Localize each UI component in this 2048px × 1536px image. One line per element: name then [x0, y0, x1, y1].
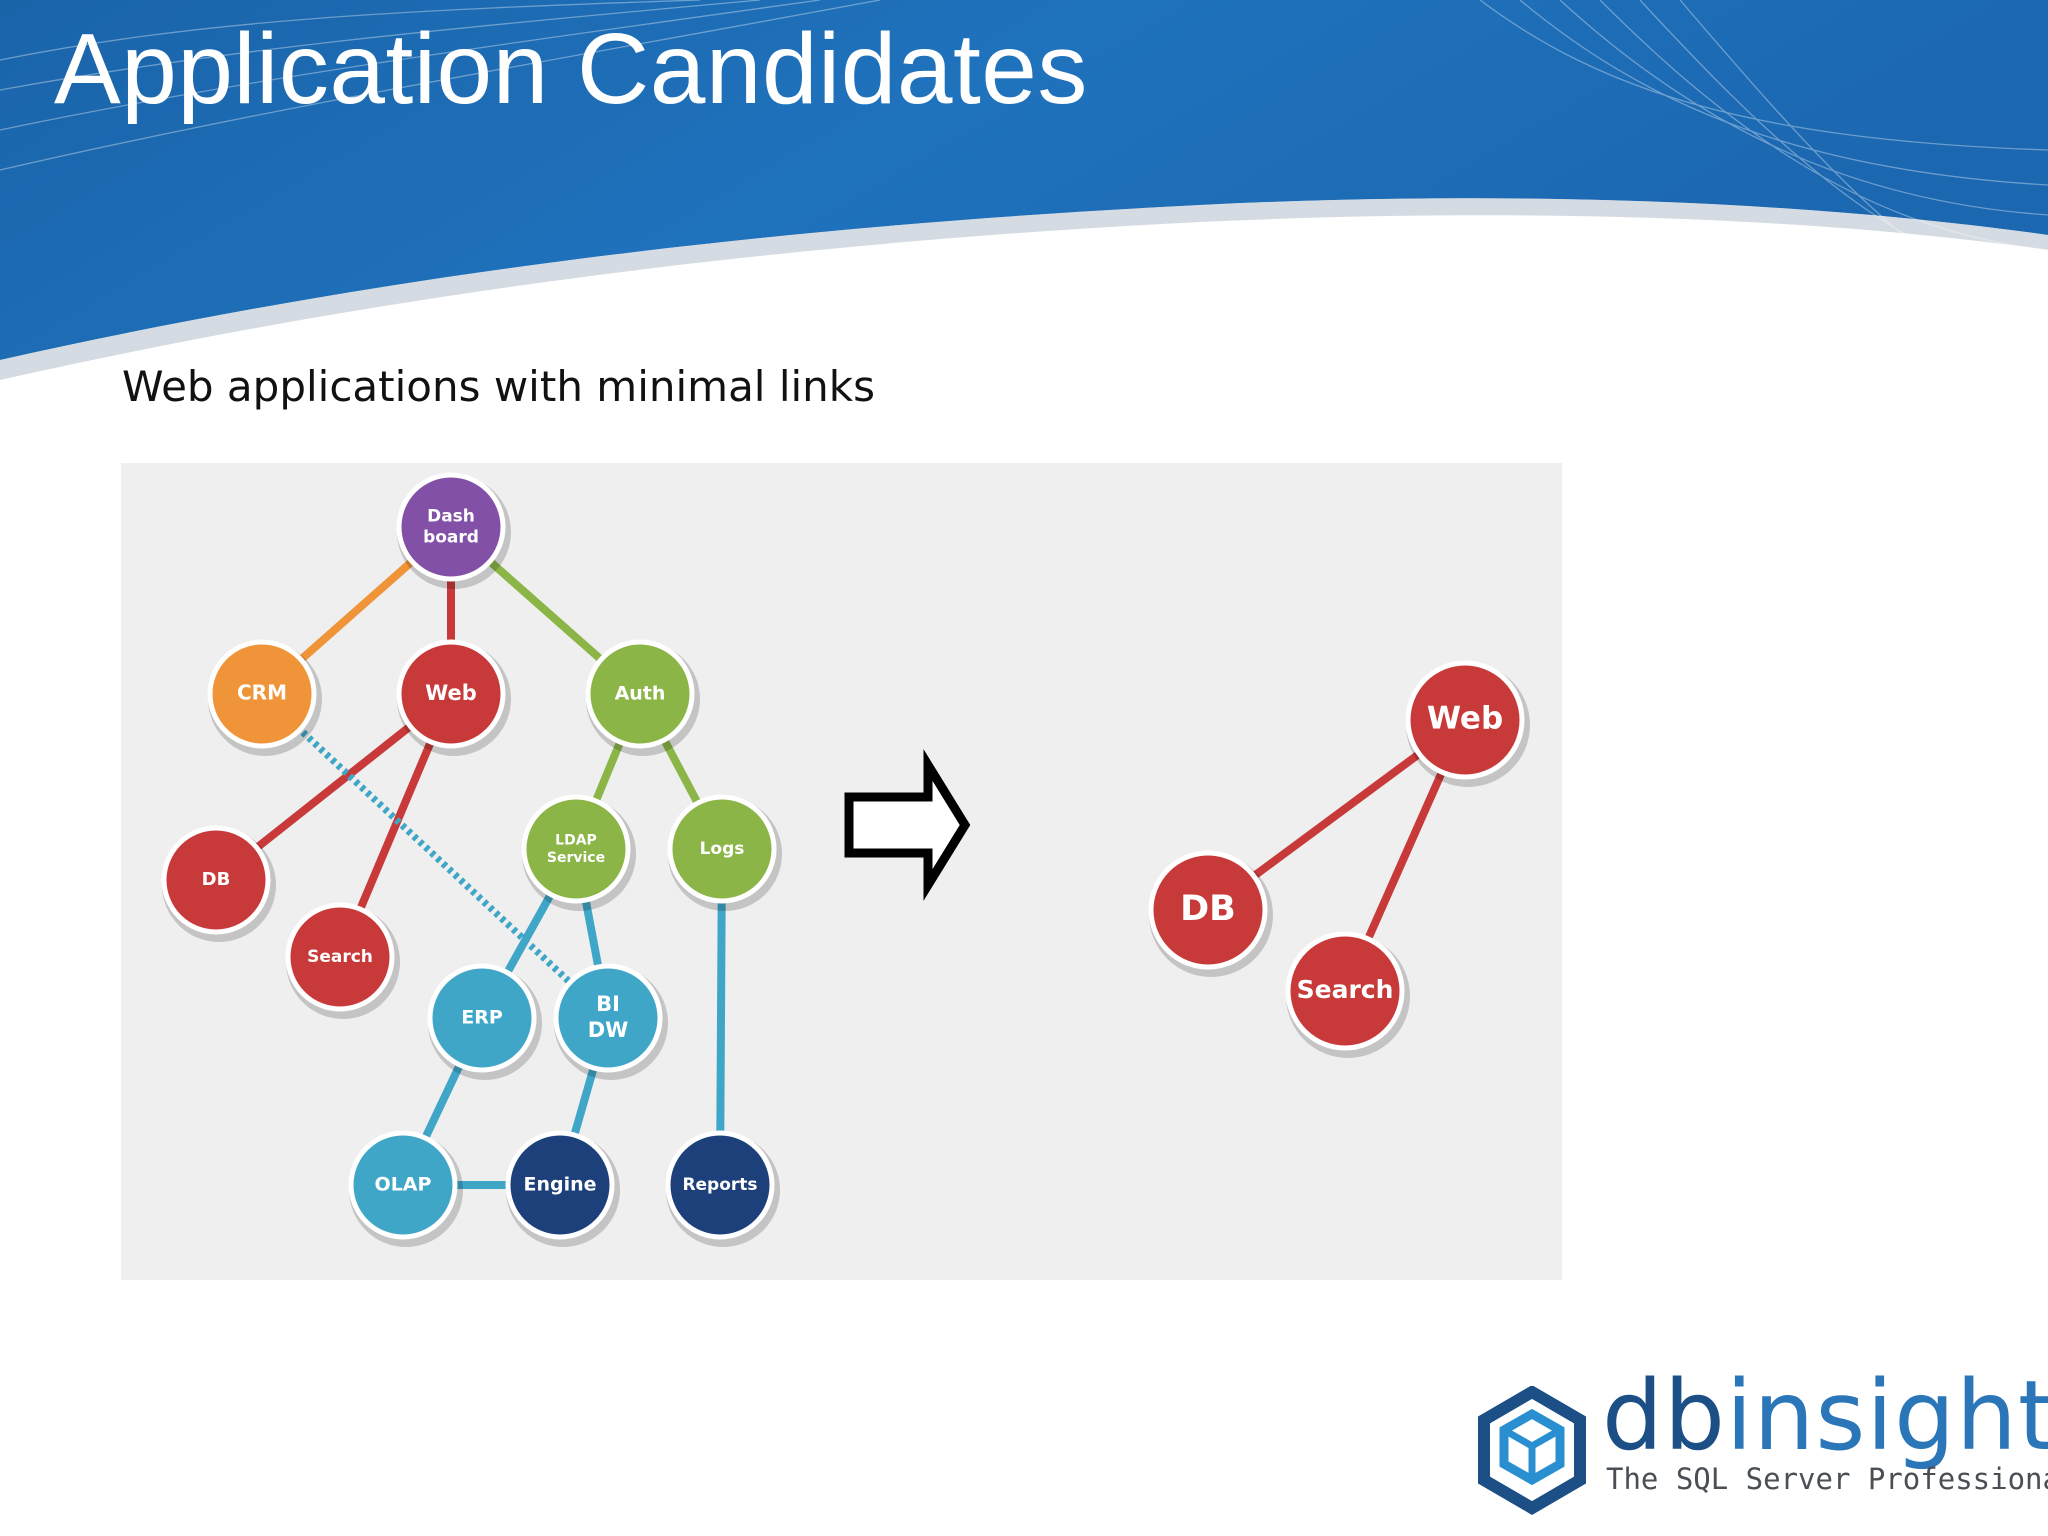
left-node-reports-label: Reports: [682, 1175, 757, 1195]
right-node-search-label: Search: [1297, 975, 1394, 1004]
logo-wordmark-insight: insight: [1725, 1360, 2048, 1472]
left-edge-logs-reports: [716, 848, 726, 1186]
left-node-ldap-label: LDAP: [555, 832, 597, 848]
right-node-search: Search: [1285, 931, 1410, 1058]
left-node-erp: ERP: [427, 963, 542, 1080]
left-node-dashboard-label: Dash: [427, 506, 475, 526]
left-node-reports: Reports: [665, 1130, 780, 1247]
left-node-engine-label: Engine: [523, 1174, 596, 1196]
left-node-web-label: Web: [425, 681, 477, 705]
right-arrow-icon: [844, 749, 971, 901]
left-node-logs-label: Logs: [700, 839, 745, 859]
logo-wordmark-db: db: [1602, 1360, 1726, 1472]
left-node-search: Search: [285, 902, 400, 1019]
slide-subtitle: Web applications with minimal links: [122, 362, 875, 411]
left-node-olap: OLAP: [348, 1130, 463, 1247]
left-diagram-edges: [213, 524, 726, 1189]
left-node-ldap: LDAP Service: [521, 794, 636, 911]
right-node-db-label: DB: [1180, 889, 1236, 929]
left-node-bidw-label: BI: [596, 992, 620, 1016]
dbinsight-logo: dbinsight The SQL Server Professionals: [1470, 1363, 2048, 1530]
right-node-db: DB: [1148, 850, 1273, 977]
left-node-web: Web: [396, 639, 511, 756]
left-node-auth-label: Auth: [615, 683, 666, 705]
left-node-search-label: Search: [307, 947, 373, 967]
left-node-auth: Auth: [585, 639, 700, 756]
logo-wordmark: dbinsight: [1602, 1363, 2048, 1470]
left-node-dashboard-label: board: [423, 528, 479, 548]
logo-tagline: The SQL Server Professionals: [1606, 1462, 2048, 1496]
diagram-panel: [121, 463, 1562, 1280]
left-node-crm: CRM: [207, 639, 322, 756]
right-node-web: Web: [1405, 660, 1530, 787]
left-edge-crm-bidw: [259, 691, 611, 1021]
header-banner: [0, 0, 2048, 380]
left-node-bidw-label: DW: [588, 1018, 629, 1042]
left-node-engine: Engine: [505, 1130, 620, 1247]
hexagon-cube-icon: [1478, 1386, 1586, 1515]
left-node-olap-label: OLAP: [375, 1174, 432, 1196]
right-node-web-label: Web: [1427, 701, 1503, 737]
left-node-erp-label: ERP: [461, 1007, 503, 1029]
left-node-crm-label: CRM: [237, 681, 287, 705]
left-node-logs: Logs: [667, 794, 782, 911]
page-title: Application Candidates: [54, 13, 1088, 125]
left-node-db: DB: [161, 825, 276, 942]
left-node-ldap-label: Service: [547, 850, 605, 866]
left-node-db-label: DB: [202, 869, 231, 890]
